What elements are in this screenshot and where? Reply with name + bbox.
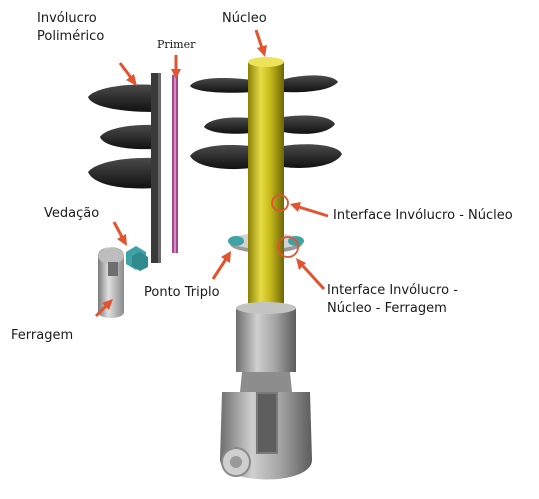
metal-fitting-part [98,247,124,318]
assembled-insulator [190,57,342,480]
primer-layer [172,75,178,253]
label-housing-core-fitting-interface: Interface Invólucro - Núcleo - Ferragem [327,282,458,318]
label-hcf-line1: Interface Invólucro - [327,282,458,300]
seal-ring [126,246,148,271]
label-polymer-housing-line1: Invólucro [37,10,104,28]
label-primer: Primer [157,38,195,51]
label-fitting: Ferragem [11,327,73,345]
label-polymer-housing-line2: Polimérico [37,28,104,46]
label-seal: Vedação [44,205,99,223]
label-triple-point: Ponto Triplo [144,284,220,302]
label-core: Núcleo [222,10,267,28]
label-polymer-housing: Invólucro Polimérico [37,10,104,46]
label-housing-core-interface: Interface Invólucro - Núcleo [333,207,513,225]
label-hcf-line2: Núcleo - Ferragem [327,300,458,318]
polymer-housing-sheds [88,73,161,263]
